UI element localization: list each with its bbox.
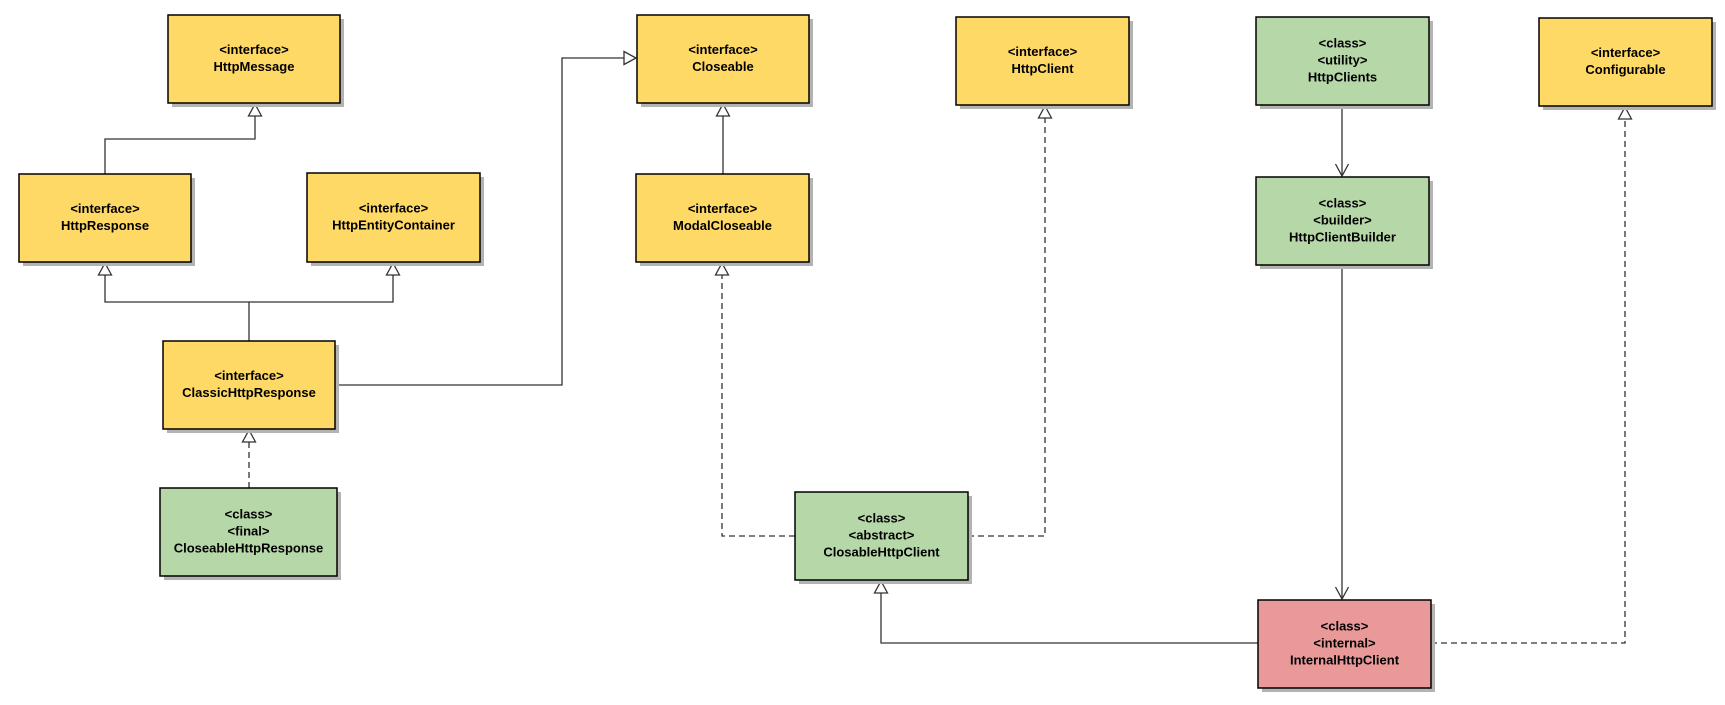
box-body bbox=[159, 487, 338, 577]
box-body bbox=[955, 16, 1130, 106]
class-box-HttpClient[interactable]: <interface> HttpClient bbox=[955, 16, 1133, 109]
stereotype-label: <class> bbox=[1321, 618, 1369, 633]
triangle-arrow-head bbox=[873, 579, 889, 594]
class-name: HttpEntityContainer bbox=[332, 217, 455, 232]
class-box-HttpClientBuilder[interactable]: <class> <builder> HttpClientBuilder bbox=[1255, 176, 1433, 269]
stereotype-label: <interface> bbox=[688, 201, 758, 216]
stereotype-label: <interface> bbox=[219, 42, 289, 57]
class-box-Configurable[interactable]: <interface> Configurable bbox=[1538, 17, 1716, 110]
box-body bbox=[162, 340, 336, 430]
edge-InternalHttpClient-to-ClosableHttpClient bbox=[873, 579, 1258, 644]
stereotype-label: <interface> bbox=[1008, 44, 1078, 59]
box-body bbox=[306, 172, 481, 263]
stereotype-label: <interface> bbox=[688, 42, 758, 57]
edge-HttpClientBuilder-to-InternalHttpClient bbox=[1334, 265, 1350, 601]
class-box-HttpResponse[interactable]: <interface> HttpResponse bbox=[18, 173, 195, 266]
stereotype-label: <internal> bbox=[1313, 635, 1376, 650]
box-body bbox=[636, 14, 810, 104]
class-name: HttpClients bbox=[1308, 69, 1377, 84]
stereotype-label: <class> bbox=[1319, 35, 1367, 50]
triangle-arrow-head bbox=[623, 50, 638, 66]
triangle-arrow-head bbox=[385, 261, 401, 276]
edge-line bbox=[335, 57, 636, 386]
triangle-arrow-head bbox=[97, 261, 113, 276]
stereotype-label: <interface> bbox=[359, 200, 429, 215]
edge-ClassicHttpResponse-to-HttpResponse bbox=[97, 261, 250, 341]
class-name: ModalCloseable bbox=[673, 218, 772, 233]
stereotype-label: <interface> bbox=[214, 368, 284, 383]
class-box-CloseableHttpResponse[interactable]: <class> <final> CloseableHttpResponse bbox=[159, 487, 341, 580]
edge-line bbox=[104, 104, 256, 174]
class-name: HttpClient bbox=[1011, 61, 1074, 76]
class-box-Closeable[interactable]: <interface> Closeable bbox=[636, 14, 813, 107]
stereotype-label: <utility> bbox=[1318, 52, 1368, 67]
class-name: InternalHttpClient bbox=[1290, 652, 1400, 667]
class-name: ClassicHttpResponse bbox=[182, 385, 316, 400]
edge-line bbox=[968, 106, 1046, 537]
stereotype-label: <builder> bbox=[1313, 212, 1372, 227]
stereotype-label: <final> bbox=[228, 523, 270, 538]
edge-CloseableHttpResponse-to-ClassicHttpResponse bbox=[241, 428, 257, 488]
class-name: HttpMessage bbox=[214, 59, 295, 74]
triangle-arrow-head bbox=[715, 102, 731, 117]
edge-ClosableHttpClient-to-HttpClient bbox=[968, 104, 1053, 537]
edge-ClassicHttpResponse-to-HttpEntityContainer bbox=[249, 261, 401, 303]
class-box-InternalHttpClient[interactable]: <class> <internal> InternalHttpClient bbox=[1257, 599, 1435, 692]
triangle-arrow-head bbox=[241, 428, 257, 443]
edge-line bbox=[721, 263, 795, 537]
edge-line bbox=[1431, 107, 1626, 644]
class-box-HttpClients[interactable]: <class> <utility> HttpClients bbox=[1255, 16, 1433, 109]
box-body bbox=[167, 14, 341, 104]
stereotype-label: <abstract> bbox=[849, 527, 915, 542]
class-box-ClassicHttpResponse[interactable]: <interface> ClassicHttpResponse bbox=[162, 340, 339, 433]
box-body bbox=[794, 491, 969, 581]
stereotype-label: <class> bbox=[858, 510, 906, 525]
box-body bbox=[1257, 599, 1432, 689]
edge-ModalCloseable-to-Closeable bbox=[715, 102, 731, 174]
class-box-ModalCloseable[interactable]: <interface> ModalCloseable bbox=[635, 173, 813, 266]
stereotype-label: <interface> bbox=[1591, 45, 1661, 60]
triangle-arrow-head bbox=[1037, 104, 1053, 119]
edge-line bbox=[104, 263, 250, 341]
edges-layer bbox=[97, 50, 1633, 644]
edge-HttpResponse-to-HttpMessage bbox=[104, 102, 263, 174]
class-name: HttpResponse bbox=[61, 218, 149, 233]
edge-InternalHttpClient-to-Configurable bbox=[1431, 105, 1633, 644]
class-name: HttpClientBuilder bbox=[1289, 229, 1396, 244]
edge-ClassicHttpResponse-to-Closeable bbox=[335, 50, 638, 386]
nodes-layer: <interface> HttpMessage <interface> HttpRes… bbox=[18, 14, 1716, 692]
stereotype-label: <interface> bbox=[70, 201, 140, 216]
edge-line bbox=[880, 581, 1258, 644]
box-body bbox=[635, 173, 810, 263]
open-arrow-head bbox=[1334, 163, 1350, 178]
stereotype-label: <class> bbox=[1319, 195, 1367, 210]
edge-HttpClients-to-HttpClientBuilder bbox=[1334, 105, 1350, 178]
class-box-ClosableHttpClient[interactable]: <class> <abstract> ClosableHttpClient bbox=[794, 491, 972, 584]
stereotype-label: <class> bbox=[225, 506, 273, 521]
box-body bbox=[1255, 16, 1430, 106]
class-box-HttpEntityContainer[interactable]: <interface> HttpEntityContainer bbox=[306, 172, 484, 266]
class-name: Configurable bbox=[1585, 62, 1665, 77]
box-body bbox=[1538, 17, 1713, 107]
box-body bbox=[1255, 176, 1430, 266]
class-box-HttpMessage[interactable]: <interface> HttpMessage bbox=[167, 14, 344, 107]
class-name: ClosableHttpClient bbox=[823, 544, 940, 559]
open-arrow-head bbox=[1334, 586, 1350, 601]
edge-line bbox=[249, 263, 394, 303]
triangle-arrow-head bbox=[247, 102, 263, 117]
class-name: Closeable bbox=[692, 59, 753, 74]
triangle-arrow-head bbox=[1617, 105, 1633, 120]
triangle-arrow-head bbox=[714, 261, 730, 276]
box-body bbox=[18, 173, 192, 263]
class-name: CloseableHttpResponse bbox=[174, 540, 324, 555]
edge-ClosableHttpClient-to-ModalCloseable bbox=[714, 261, 795, 537]
